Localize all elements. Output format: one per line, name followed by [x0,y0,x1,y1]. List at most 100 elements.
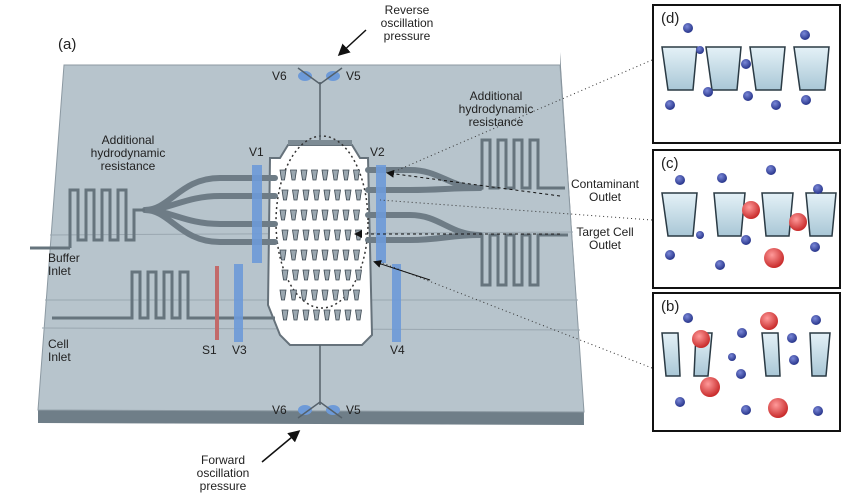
micro-funnel [313,189,320,201]
panel-c-funnels [661,192,837,237]
valve-v3 [234,264,243,342]
micro-funnel [281,189,289,201]
forward-pressure-arrow [261,430,301,463]
micro-funnel [321,249,329,261]
valve-v1-label: V1 [249,145,264,159]
micro-funnel [355,229,362,241]
micro-funnel [279,249,287,261]
panel-d-label: (d) [661,10,680,27]
sensor-s1-label: S1 [202,343,217,357]
contaminant-outlet-label: Contaminant Outlet [570,177,640,204]
micro-funnel [292,189,299,201]
micro-funnel [300,169,308,181]
valve-v6-top [298,71,312,81]
micro-funnel [292,269,299,281]
panel-b-large-cells [692,312,788,418]
valve-v4 [392,264,401,342]
valve-v5-top-label: V5 [346,69,361,83]
micro-funnel [313,229,320,241]
cell-inlet-label: Cell Inlet [48,337,71,364]
valve-v6-bottom [298,405,312,415]
funnel-array [279,169,362,321]
micro-funnel [311,169,318,181]
micro-funnel [355,189,362,201]
micro-funnel [342,289,350,301]
micro-funnel [313,269,320,281]
micro-funnel [321,209,329,221]
micro-funnel [281,309,289,321]
valve-v2-label: V2 [370,145,385,159]
micro-funnel [321,169,329,181]
micro-funnel [279,289,287,301]
micro-funnel [290,169,297,181]
panel-c-label: (c) [661,155,679,172]
micro-funnel [353,169,360,181]
micro-funnel [290,209,297,221]
micro-funnel [334,269,341,281]
micro-funnel [334,309,341,321]
valve-v1 [252,165,262,263]
serpentine-right-top [480,138,565,190]
micro-funnel [344,269,352,281]
pressure-port-channels [297,67,343,419]
micro-funnel [302,189,310,201]
micro-funnel [292,309,299,321]
micro-funnel [344,189,352,201]
micro-funnel [323,309,331,321]
micro-funnel [323,269,331,281]
micro-funnel [302,269,310,281]
panel-c-large-cells [742,201,807,268]
micro-funnel [279,169,287,181]
serpentine-right-bottom [480,233,568,287]
reverse-pressure-arrow [337,29,367,57]
pointer-to-panel-b [379,261,653,369]
sensor-s1 [215,266,219,340]
resistance-left-label: Additional hydrodynamic resistance [90,133,166,173]
panel-b-label: (b) [661,298,680,315]
buffer-inlet-label: Buffer Inlet [48,251,80,278]
panel-c-small-cells [665,165,823,270]
micro-funnel [334,229,341,241]
valve-v5-bottom [326,405,340,415]
micro-funnel [353,289,360,301]
serpentine-cell-inlet [52,270,275,320]
micro-funnel [302,309,310,321]
target-outlet-label: Target Cell Outlet [576,225,634,252]
valve-v4-label: V4 [390,343,405,357]
reverse-pressure-label: Reverse oscillation pressure [380,3,434,43]
panel-a-label: (a) [58,36,77,53]
micro-funnel [344,229,352,241]
valve-v3-label: V3 [232,343,247,357]
chip-side [38,410,584,425]
micro-funnel [281,229,289,241]
micro-funnel [342,209,350,221]
micro-funnel [281,269,289,281]
micro-funnel [290,289,297,301]
panel-d-funnels [661,46,830,91]
micro-funnel [321,289,329,301]
resistance-right-label: Additional hydrodynamic resistance [458,89,534,129]
micro-funnel [332,169,339,181]
forward-pressure-label: Forward oscillation pressure [196,453,250,493]
valve-v6-top-label: V6 [272,69,287,83]
micro-funnel [311,209,318,221]
micro-funnel [353,209,360,221]
panel-d-small-cells [665,23,811,110]
valve-v6-bottom-label: V6 [272,403,287,417]
micro-funnel [279,209,287,221]
micro-funnel [332,209,339,221]
micro-funnel [344,309,352,321]
right-branch-channels [365,167,483,243]
micro-funnel [311,249,318,261]
micro-funnel [355,309,362,321]
micro-funnel [323,229,331,241]
serpentine-left-resistance [68,188,145,242]
micro-funnel [300,249,308,261]
valves [215,71,401,415]
micro-funnel [355,269,362,281]
panel-b-small-cells [675,313,823,416]
micro-funnel [334,189,341,201]
pointer-to-panel-b-arrow [373,260,431,281]
valve-v5-bottom-label: V5 [346,403,361,417]
